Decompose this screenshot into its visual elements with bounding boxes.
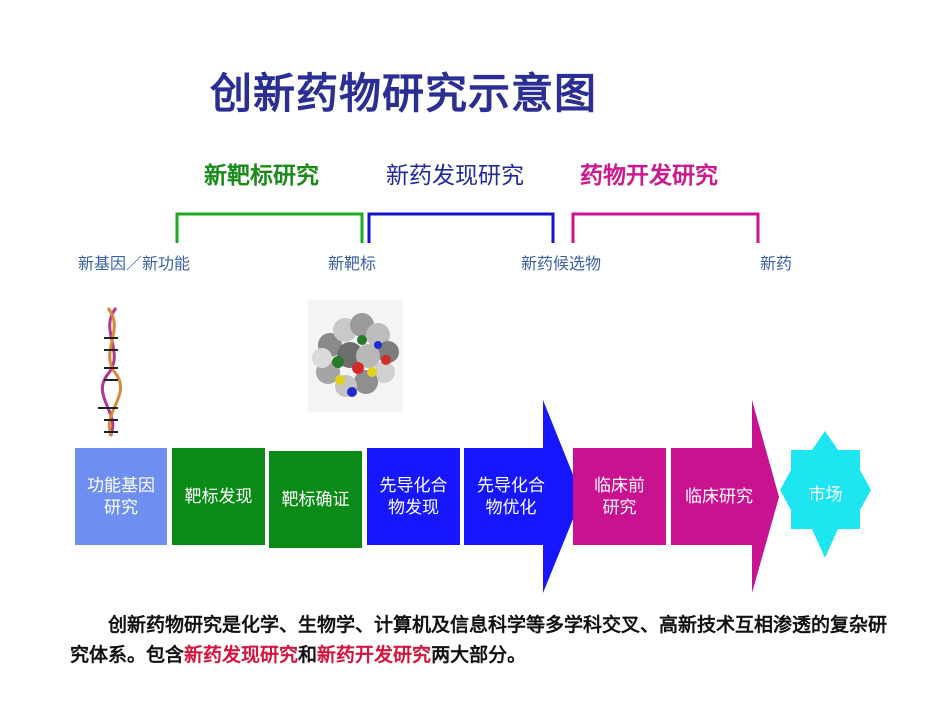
protein-molecule-icon [308, 300, 403, 412]
arrow-clinical-research [671, 400, 779, 593]
milestone-new-target: 新靶标 [328, 254, 377, 273]
highlight-drug-discovery: 新药发现研究 [184, 644, 299, 666]
step-market: 市场 [791, 470, 860, 520]
step-preclinical: 临床前研究 [573, 448, 666, 545]
phase-drug-development: 药物开发研究 [580, 163, 718, 189]
step-label: 靶标发现 [184, 486, 253, 507]
phase-drug-discovery: 新药发现研究 [386, 163, 524, 189]
step-label: 先导化合物发现 [379, 475, 448, 518]
summary-paragraph: 创新药物研究是化学、生物学、计算机及信息科学等多学科交叉、高新技术互相渗透的复杂… [70, 610, 900, 670]
step-label: 市场 [808, 485, 843, 505]
step-label: 功能基因研究 [87, 475, 155, 518]
page-title: 创新药物研究示意图 [210, 69, 598, 118]
highlight-drug-development: 新药开发研究 [317, 644, 432, 666]
bracket-magenta [571, 212, 760, 243]
step-functional-genomics: 功能基因研究 [75, 448, 167, 545]
market-star [780, 431, 871, 558]
milestone-drug-candidate: 新药候选物 [521, 254, 602, 273]
paragraph-text: 创新药物研究是化学、生物学、计算机及信息科学等多学科交叉、高新技术互相渗透的复杂… [70, 614, 888, 666]
step-label: 临床研究 [685, 486, 753, 507]
step-target-validation: 靶标确证 [269, 451, 362, 548]
bracket-green [175, 212, 364, 243]
paragraph-text-and: 和 [298, 644, 318, 666]
step-clinical: 临床研究 [676, 448, 762, 545]
step-target-discovery: 靶标发现 [172, 448, 265, 545]
milestone-new-drug: 新药 [760, 254, 793, 273]
dna-helix-icon [98, 307, 123, 437]
bracket-blue [367, 212, 555, 243]
step-lead-discovery: 先导化合物发现 [367, 448, 460, 545]
step-label: 先导化合物优化 [477, 475, 545, 518]
step-label: 临床前研究 [594, 475, 645, 518]
arrow-lead-optimization [464, 400, 582, 593]
step-label: 靶标确证 [281, 489, 350, 510]
milestone-gene-function: 新基因／新功能 [78, 254, 191, 273]
paragraph-text-end: 两大部分。 [431, 644, 527, 666]
phase-target-research: 新靶标研究 [204, 163, 319, 189]
step-lead-optimization: 先导化合物优化 [468, 448, 554, 545]
